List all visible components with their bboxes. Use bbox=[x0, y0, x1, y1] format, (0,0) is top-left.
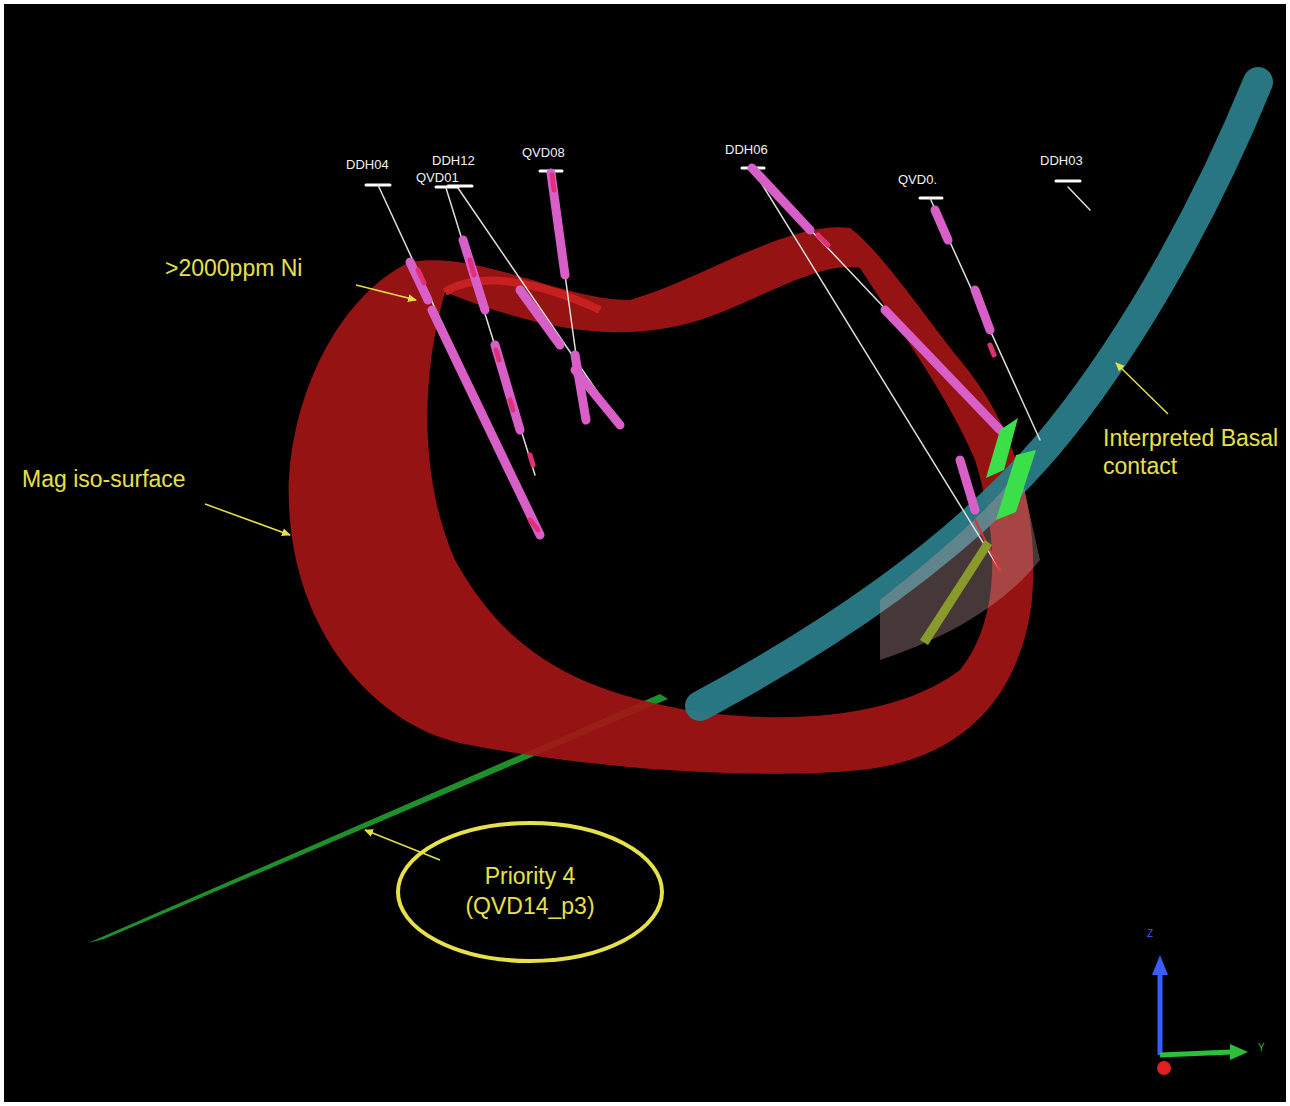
mag-iso-surface bbox=[289, 227, 1034, 774]
axis-triad bbox=[1152, 955, 1248, 1075]
target-plate-yellow bbox=[920, 540, 992, 645]
drill-hole-label: QVD01 bbox=[416, 170, 459, 186]
callout-label: >2000ppm Ni bbox=[165, 255, 302, 283]
axis-label: Y bbox=[1258, 1042, 1265, 1054]
drill-holes bbox=[366, 168, 1090, 570]
callout-label: Mag iso-surface bbox=[22, 466, 186, 494]
priority-ellipse: Priority 4 (QVD14_p3) bbox=[395, 820, 665, 964]
drill-hole-label: DDH06 bbox=[725, 142, 768, 158]
ellipse-outline bbox=[395, 820, 665, 964]
target-plates bbox=[986, 418, 1036, 520]
drill-hole-label: DDH03 bbox=[1040, 153, 1083, 169]
ellipse-text-group: Priority 4 (QVD14_p3) bbox=[395, 862, 665, 922]
drill-hole-label: DDH04 bbox=[346, 157, 389, 173]
ellipse-label: Priority 4 (QVD14_p3) bbox=[455, 862, 605, 922]
drill-hole-label: QVD0. bbox=[898, 172, 937, 188]
leader-lines bbox=[205, 285, 1168, 860]
drill-hole-label: DDH12 bbox=[432, 153, 475, 169]
drill-hole-label: QVD08 bbox=[522, 145, 565, 161]
axis-label: Z bbox=[1147, 928, 1153, 940]
callout-label: Interpreted Basal contact bbox=[1103, 425, 1281, 480]
basal-contact-surface bbox=[700, 82, 1258, 706]
background bbox=[4, 4, 1286, 1102]
